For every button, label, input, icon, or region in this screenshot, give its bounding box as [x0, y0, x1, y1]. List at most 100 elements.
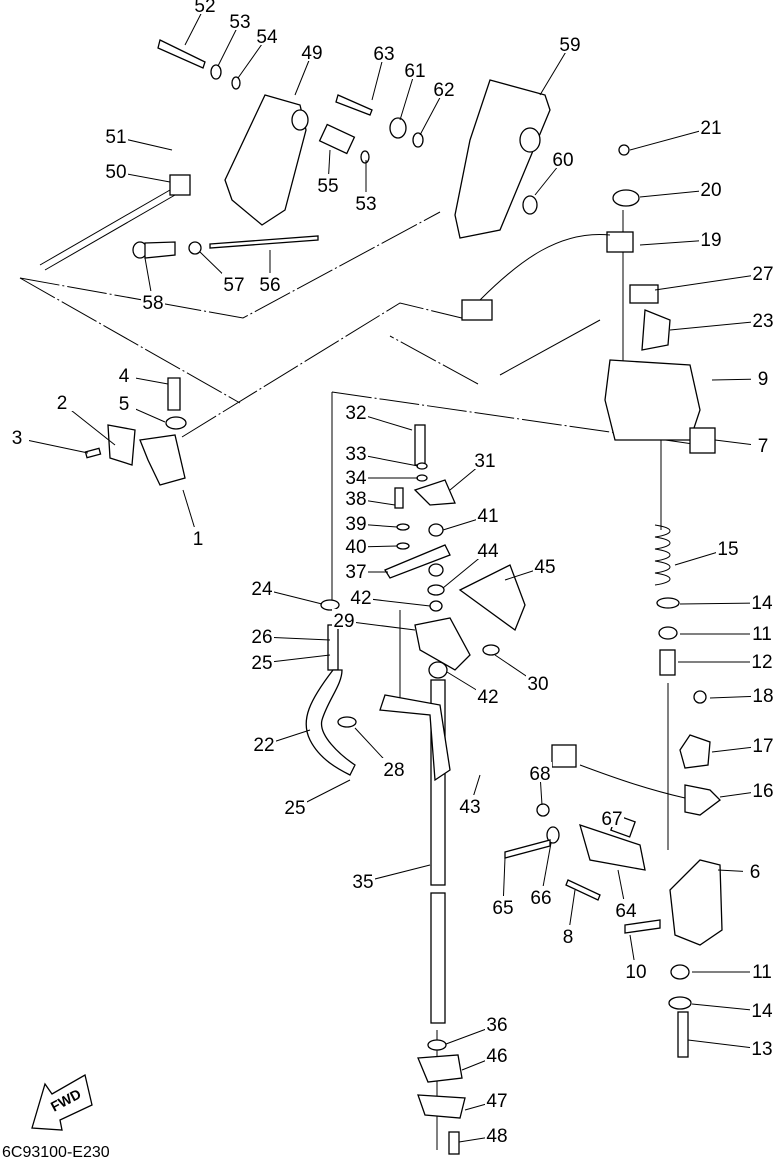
callout-label-67: 67 — [601, 809, 622, 830]
callout-bg — [432, 78, 456, 98]
callout-bg — [372, 42, 396, 62]
callout-label-31: 31 — [474, 451, 495, 472]
part-15-spring — [654, 524, 671, 586]
callout-bg — [354, 192, 378, 212]
callout-label-2: 2 — [57, 393, 68, 414]
drawing-code: 6C93100-E230 — [2, 1144, 110, 1161]
callout-bg — [104, 125, 128, 145]
callout-leader-21 — [629, 127, 712, 151]
callout-bg — [476, 539, 500, 559]
callout-label-9: 9 — [758, 369, 769, 390]
callout-bg — [344, 535, 368, 555]
callout-label-60: 60 — [552, 150, 573, 171]
callout-bg — [250, 577, 274, 597]
callout-label-62: 62 — [433, 80, 454, 101]
callout-bg — [485, 1044, 509, 1064]
callout-label-56: 56 — [259, 275, 280, 296]
callout-bg — [551, 148, 575, 168]
callout-label-63: 63 — [373, 44, 394, 65]
part-63-bolt — [335, 94, 373, 116]
callout-label-21: 21 — [700, 118, 721, 139]
callout-label-15: 15 — [717, 539, 738, 560]
callout-bg — [716, 537, 740, 557]
callout-label-50: 50 — [105, 162, 126, 183]
callout-label-53: 53 — [355, 194, 376, 215]
callout-bg — [222, 273, 246, 293]
callout-label-46: 46 — [486, 1046, 507, 1067]
callout-bg — [112, 392, 136, 412]
callout-labels: 1234567891011111213141415161718192021222… — [5, 0, 775, 1147]
part-1-bracket — [139, 434, 186, 486]
callout-bg — [316, 174, 340, 194]
callout-bg — [751, 309, 775, 329]
callout-bg — [750, 622, 774, 642]
callout-label-68: 68 — [529, 764, 550, 785]
callout-bg — [228, 10, 252, 30]
callout-label-3: 3 — [12, 428, 23, 449]
callout-label-52: 52 — [194, 0, 215, 17]
callout-leader-23 — [669, 320, 764, 331]
callout-label-8: 8 — [563, 927, 574, 948]
callout-label-11: 11 — [752, 624, 772, 645]
callout-bg — [750, 1037, 774, 1057]
callout-label-38: 38 — [345, 489, 366, 510]
callout-label-37: 37 — [345, 562, 366, 583]
callout-label-43: 43 — [459, 797, 480, 818]
callout-label-35: 35 — [352, 872, 373, 893]
callout-bg — [699, 228, 723, 248]
callout-bg — [344, 487, 368, 507]
callout-label-18: 18 — [752, 686, 773, 707]
callout-label-51: 51 — [105, 127, 126, 148]
callout-bg — [751, 434, 775, 454]
callout-label-6: 6 — [750, 862, 761, 883]
callout-bg — [750, 960, 774, 980]
callout-label-53: 53 — [229, 12, 250, 33]
callout-bg — [344, 466, 368, 486]
callout-bg — [533, 555, 557, 575]
callout-label-39: 39 — [345, 514, 366, 535]
part-59-cover — [454, 79, 551, 239]
callout-bg — [614, 899, 638, 919]
callout-bg — [750, 591, 774, 611]
callout-bg — [283, 796, 307, 816]
callout-bg — [344, 401, 368, 421]
callout-bg — [332, 609, 356, 629]
callout-bg — [556, 925, 580, 945]
callout-label-42: 42 — [350, 588, 371, 609]
callout-label-13: 13 — [751, 1039, 772, 1060]
callout-bg — [485, 1013, 509, 1033]
callout-label-42: 42 — [477, 687, 498, 708]
callout-bg — [699, 116, 723, 136]
callout-bg — [349, 586, 373, 606]
callout-bg — [558, 33, 582, 53]
callout-label-64: 64 — [615, 901, 637, 922]
part-22-link — [305, 669, 356, 776]
callout-label-34: 34 — [345, 468, 367, 489]
callout-leader-14 — [679, 602, 763, 605]
callout-label-32: 32 — [345, 403, 366, 424]
callout-bg — [528, 762, 552, 782]
callout-bg — [258, 273, 282, 293]
callout-label-61: 61 — [404, 61, 425, 82]
callout-bg — [344, 442, 368, 462]
callout-label-11: 11 — [752, 962, 772, 983]
callout-bg — [141, 291, 165, 311]
callout-label-27: 27 — [752, 264, 773, 285]
callout-bg — [750, 999, 774, 1019]
part-9-housing — [604, 359, 701, 441]
callout-label-22: 22 — [253, 735, 274, 756]
callout-label-59: 59 — [559, 35, 580, 56]
callout-label-24: 24 — [251, 579, 273, 600]
callout-bg — [104, 160, 128, 180]
callout-bg — [250, 625, 274, 645]
callout-bg — [255, 25, 279, 45]
part-56-rod — [209, 235, 319, 249]
callout-bg — [300, 41, 324, 61]
part-29-lever — [414, 617, 471, 671]
callout-bg — [351, 870, 375, 890]
callout-label-55: 55 — [317, 176, 338, 197]
callout-bg — [751, 684, 775, 704]
callout-bg — [743, 860, 767, 880]
callout-label-47: 47 — [486, 1091, 507, 1112]
